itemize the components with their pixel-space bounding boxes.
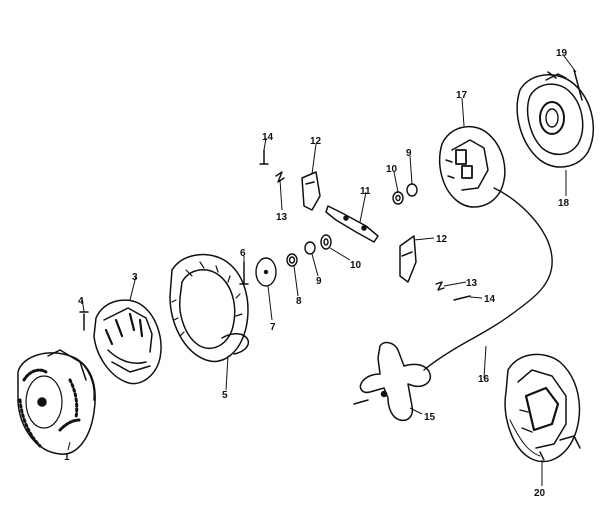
callout-3: 3 — [132, 272, 138, 283]
callout-10: 10 — [386, 164, 398, 175]
callout-1: 1 — [64, 452, 70, 463]
callout-19: 19 — [556, 48, 568, 59]
callout-7: 7 — [270, 322, 276, 333]
callout-14: 14 — [262, 132, 274, 143]
leader-lines — [67, 55, 577, 486]
part-13-spring-upper — [275, 171, 285, 183]
callout-labels: 1 3 4 5 6 7 8 9 10 11 12 12 13 13 14 14 … — [64, 48, 570, 499]
callout-9: 9 — [406, 148, 412, 159]
part-7-washer — [255, 257, 277, 287]
callout-16: 16 — [478, 374, 490, 385]
callout-9: 9 — [316, 276, 322, 287]
callout-11: 11 — [360, 186, 371, 197]
part-17-rewind-pulley — [438, 125, 506, 208]
part-10-washer-upper — [392, 191, 404, 205]
part-16-starter-rope — [423, 187, 553, 371]
part-20-starter-housing — [504, 353, 581, 463]
part-11-lever — [325, 205, 379, 243]
callout-13: 13 — [466, 278, 478, 289]
part-15-starter-handle — [353, 341, 432, 422]
callout-14: 14 — [484, 294, 496, 305]
part-12-pawl-upper — [301, 171, 321, 211]
part-19-screw — [547, 69, 583, 101]
callout-8: 8 — [296, 296, 302, 307]
part-4-pin — [79, 311, 89, 331]
callout-13: 13 — [276, 212, 288, 223]
part-9-nut — [304, 241, 316, 255]
part-1-hub-assembly — [17, 349, 96, 455]
part-9-washer-upper — [406, 183, 418, 197]
part-5-pulley-ring — [169, 253, 250, 363]
callout-4: 4 — [78, 296, 84, 307]
part-18-cover-disc — [516, 73, 595, 168]
part-13-spring-right — [435, 281, 445, 291]
part-12-pawl-right — [399, 235, 417, 283]
part-3-ratchet-cup — [93, 299, 162, 385]
callout-10: 10 — [350, 260, 362, 271]
callout-12: 12 — [310, 136, 322, 147]
callout-5: 5 — [222, 390, 228, 401]
callout-6: 6 — [240, 248, 246, 259]
part-14-pin-upper — [259, 149, 269, 165]
callout-17: 17 — [456, 90, 468, 101]
callout-15: 15 — [424, 412, 436, 423]
part-14-pin-right — [453, 295, 471, 301]
part-6-screw — [239, 261, 249, 285]
part-8-spring — [286, 253, 298, 267]
part-10-washer — [320, 234, 332, 250]
callout-12: 12 — [436, 234, 448, 245]
callout-20: 20 — [534, 488, 546, 499]
callout-18: 18 — [558, 198, 570, 209]
